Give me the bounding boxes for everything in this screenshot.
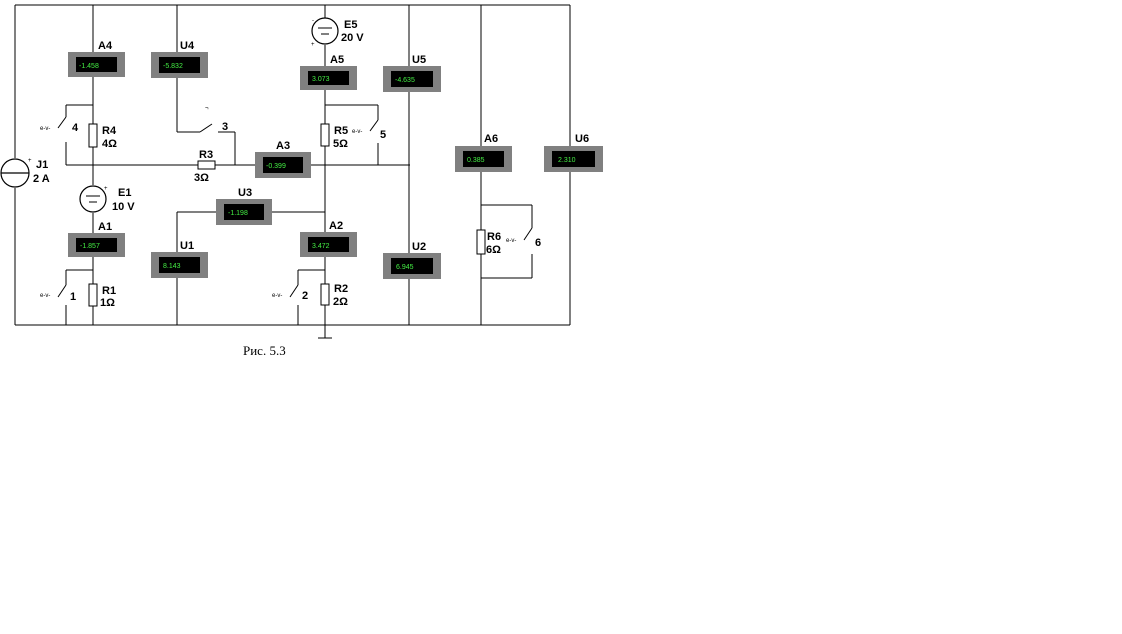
meter-u1-label: U1: [180, 240, 194, 252]
meter-a2-reading: 3.472: [312, 243, 330, 250]
meter-u6-label: U6: [575, 133, 589, 145]
resistor-r6: R6 6Ω: [476, 229, 501, 256]
resistor-r1: R1 1Ω: [88, 283, 116, 309]
svg-text:e-v-: e-v-: [352, 129, 362, 135]
switch-2[interactable]: e-v- 2: [272, 284, 308, 302]
meter-a4: A4 -1.458: [68, 40, 125, 77]
resistor-r3-name: R3: [199, 149, 213, 161]
meter-u1-reading: 8.143: [163, 263, 181, 270]
meter-u3-reading: -1.198: [228, 210, 248, 217]
switch-5-key: 5: [380, 129, 386, 141]
source-e1-name: E1: [118, 187, 131, 199]
meter-a6: A6 0.385: [455, 133, 512, 172]
source-e1-value: 10 V: [112, 201, 135, 213]
meter-u6: U6 2.310: [544, 133, 603, 172]
meter-a6-reading: 0.385: [467, 157, 485, 164]
switch-6-key: 6: [535, 237, 541, 249]
meter-a4-label: A4: [98, 40, 113, 52]
switch-5[interactable]: e-v- 5: [352, 119, 386, 141]
svg-text:e-v-: e-v-: [40, 293, 50, 299]
meter-u5: U5 -4.635: [383, 54, 441, 92]
resistor-r5: R5 5Ω: [320, 123, 348, 150]
svg-text:+: +: [28, 158, 32, 164]
source-e5-value: 20 V: [341, 32, 364, 44]
meter-a5-reading: 3.073: [312, 76, 330, 83]
meter-u4: U4 -5.832: [151, 40, 208, 78]
meter-u5-label: U5: [412, 54, 426, 66]
svg-text:-: -: [312, 18, 314, 24]
resistor-r5-name: R5: [334, 125, 348, 137]
switch-4[interactable]: e-v- 4: [40, 116, 79, 134]
meter-a6-label: A6: [484, 133, 498, 145]
svg-text:e-v-: e-v-: [40, 126, 50, 132]
meter-u4-label: U4: [180, 40, 195, 52]
meter-a3-label: A3: [276, 140, 290, 152]
meter-a2: A2 3.472: [300, 220, 357, 257]
resistor-r4-value: 4Ω: [102, 138, 117, 150]
meter-a3-reading: -0.399: [266, 163, 286, 170]
meter-a1-label: A1: [98, 221, 112, 233]
resistor-r3: R3 3Ω: [194, 149, 216, 184]
svg-text:+: +: [311, 42, 315, 48]
resistor-r4: R4 4Ω: [88, 123, 117, 150]
meter-u2-reading: 6.945: [396, 264, 414, 271]
resistor-r5-value: 5Ω: [333, 138, 348, 150]
meter-u2: U2 6.945: [383, 241, 441, 279]
resistor-r2: R2 2Ω: [320, 283, 348, 308]
meter-u3-label: U3: [238, 187, 252, 199]
switch-3[interactable]: ¬ 3: [199, 106, 228, 133]
figure-caption: Рис. 5.3: [243, 343, 286, 358]
switch-3-key: 3: [222, 121, 228, 133]
meter-u5-reading: -4.635: [395, 77, 415, 84]
meter-a4-reading: -1.458: [79, 63, 99, 70]
switch-6[interactable]: e-v- 6: [506, 227, 541, 249]
resistor-r6-name: R6: [487, 231, 501, 243]
voltage-source-e5: - + E5 20 V: [311, 17, 364, 48]
svg-text:e-v-: e-v-: [506, 238, 516, 244]
meter-a5-label: A5: [330, 54, 344, 66]
switch-1[interactable]: e-v- 1: [40, 284, 76, 303]
meter-a5: A5 3.073: [300, 54, 357, 90]
meter-a1: A1 -1.857: [68, 221, 125, 257]
resistor-r2-value: 2Ω: [333, 296, 348, 308]
meter-u2-label: U2: [412, 241, 426, 253]
svg-text:+: +: [104, 186, 108, 192]
meter-u6-reading: 2.310: [558, 157, 576, 164]
source-e5-name: E5: [344, 19, 357, 31]
resistor-r6-value: 6Ω: [486, 244, 501, 256]
meter-u4-reading: -5.832: [163, 63, 183, 70]
meter-u1: U1 8.143: [151, 240, 208, 278]
meter-a1-reading: -1.857: [80, 243, 100, 250]
resistor-r4-name: R4: [102, 125, 117, 137]
resistor-r3-value: 3Ω: [194, 172, 209, 184]
meter-u3: U3 -1.198: [216, 187, 272, 225]
voltage-source-e1: + E1 10 V: [79, 185, 135, 213]
current-source-j1: + J1 2 A: [0, 158, 50, 188]
source-j1-value: 2 A: [33, 173, 50, 185]
svg-text:e-v-: e-v-: [272, 293, 282, 299]
meter-a2-label: A2: [329, 220, 343, 232]
switch-4-key: 4: [72, 122, 79, 134]
switch-1-key: 1: [70, 291, 76, 303]
meter-a3: A3 -0.399: [255, 140, 311, 178]
source-j1-name: J1: [36, 159, 48, 171]
switch-2-key: 2: [302, 290, 308, 302]
resistor-r1-value: 1Ω: [100, 297, 115, 309]
resistor-r1-name: R1: [102, 285, 116, 297]
svg-text:¬: ¬: [205, 106, 209, 112]
resistor-r2-name: R2: [334, 283, 348, 295]
